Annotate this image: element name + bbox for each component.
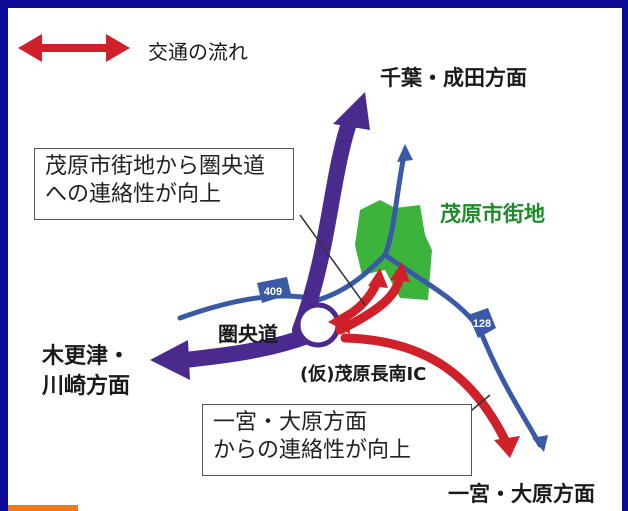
flow-head-4: [494, 436, 520, 458]
callout-top-line2: への連絡性が向上: [45, 182, 222, 207]
accent-bar: [8, 505, 78, 511]
interchange-circle: [295, 302, 341, 348]
callout-top: 茂原市街地から圏央道 への連絡性が向上: [34, 148, 294, 220]
ken-o-do-road: [150, 92, 370, 380]
route-128-badge: 128: [468, 308, 496, 338]
label-chiba-narita: 千葉・成田方面: [380, 66, 527, 90]
flow-head-2: [390, 262, 410, 282]
callout-bottom-line1: 一宮・大原方面: [213, 410, 368, 435]
callout-top-leader: [299, 214, 366, 306]
callout-bottom-line2: からの連絡性が向上: [213, 438, 412, 463]
callout-bottom: 一宮・大原方面 からの連絡性が向上: [202, 404, 472, 476]
callout-top-line1: 茂原市街地から圏央道: [45, 154, 266, 179]
label-ic: (仮)茂原長南IC: [300, 364, 427, 385]
label-mobara-center: 茂原市街地: [440, 202, 545, 226]
label-kisarazu-1: 木更津・: [42, 344, 131, 369]
flow-head-1: [368, 268, 388, 288]
flow-head-3: [328, 310, 350, 334]
svg-text:409: 409: [264, 286, 282, 298]
route-409-badge: 409: [257, 277, 291, 303]
legend-label: 交通の流れ: [148, 40, 248, 64]
label-ken-o-do: 圏央道: [218, 322, 278, 346]
legend-arrow: [18, 34, 130, 62]
svg-text:128: 128: [473, 318, 491, 330]
label-kisarazu-2: 川崎方面: [42, 374, 131, 399]
label-ichinomiya: 一宮・大原方面: [448, 482, 595, 506]
